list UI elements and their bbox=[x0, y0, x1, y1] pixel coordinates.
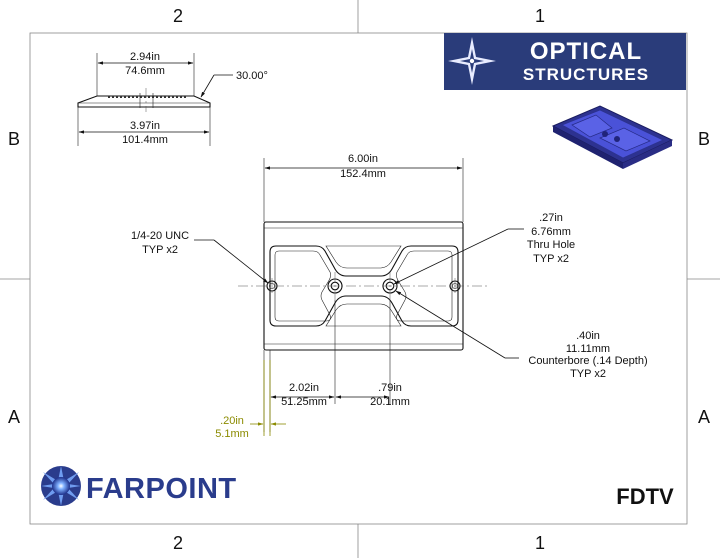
dim-020-in: .20in bbox=[220, 415, 244, 427]
zone-col-1-bottom: 1 bbox=[535, 533, 545, 553]
farpoint-logo: FARPOINT bbox=[41, 466, 237, 506]
hole-callout-line3: Thru Hole bbox=[527, 239, 575, 251]
dim-079-in: .79in bbox=[378, 382, 402, 394]
dim-020-mm: 5.1mm bbox=[215, 428, 249, 440]
cbore-callout-line3: Counterbore (.14 Depth) bbox=[528, 355, 647, 367]
overall-width-in: 6.00in bbox=[348, 153, 378, 165]
cbore-callout-line4: TYP x2 bbox=[570, 368, 606, 380]
zone-col-2-bottom: 2 bbox=[173, 533, 183, 553]
side-view: 2.94in 74.6mm 30.00° 3.97in 101.4mm bbox=[77, 51, 268, 146]
dim-202-in: 2.02in bbox=[289, 382, 319, 394]
logo-optical-text: OPTICAL bbox=[530, 38, 642, 65]
cbore-callout-line1: .40in bbox=[576, 330, 600, 342]
zone-row-a-left: A bbox=[8, 407, 20, 427]
dim-079-mm: 20.1mm bbox=[370, 396, 410, 408]
side-top-dim-in: 2.94in bbox=[130, 51, 160, 63]
side-top-dim-mm: 74.6mm bbox=[125, 65, 165, 77]
hole-callout-line4: TYP x2 bbox=[533, 253, 569, 265]
cbore-callout-line2: 11.11mm bbox=[566, 343, 610, 355]
overall-width-mm: 152.4mm bbox=[340, 168, 386, 180]
hole-callout-line1: .27in bbox=[539, 212, 563, 224]
zone-row-a-right: A bbox=[698, 407, 710, 427]
logo-structures-text: STRUCTURES bbox=[523, 65, 649, 84]
optical-structures-logo: OPTICAL STRUCTURES bbox=[444, 33, 686, 90]
logo-farpoint-text: FARPOINT bbox=[86, 473, 237, 505]
side-angle-dim: 30.00° bbox=[236, 70, 268, 82]
starburst-icon bbox=[41, 466, 81, 506]
zone-col-1-top: 1 bbox=[535, 6, 545, 26]
zone-row-b-right: B bbox=[698, 129, 710, 149]
isometric-part-render bbox=[551, 105, 674, 169]
compass-star-icon bbox=[448, 37, 496, 85]
side-bottom-dim-in: 3.97in bbox=[130, 120, 160, 132]
thread-callout-line2: TYP x2 bbox=[142, 244, 178, 256]
zone-row-b-left: B bbox=[8, 129, 20, 149]
hole-callout-line2: 6.76mm bbox=[531, 226, 571, 238]
dim-202-mm: 51.25mm bbox=[281, 396, 327, 408]
zone-col-2-top: 2 bbox=[173, 6, 183, 26]
thread-callout-line1: 1/4-20 UNC bbox=[131, 230, 189, 242]
plan-view: 6.00in 152.4mm 1/4-20 UNC TYP x2 .27 bbox=[131, 153, 648, 440]
part-id-label: FDTV bbox=[616, 484, 674, 509]
side-bottom-dim-mm: 101.4mm bbox=[122, 134, 168, 146]
